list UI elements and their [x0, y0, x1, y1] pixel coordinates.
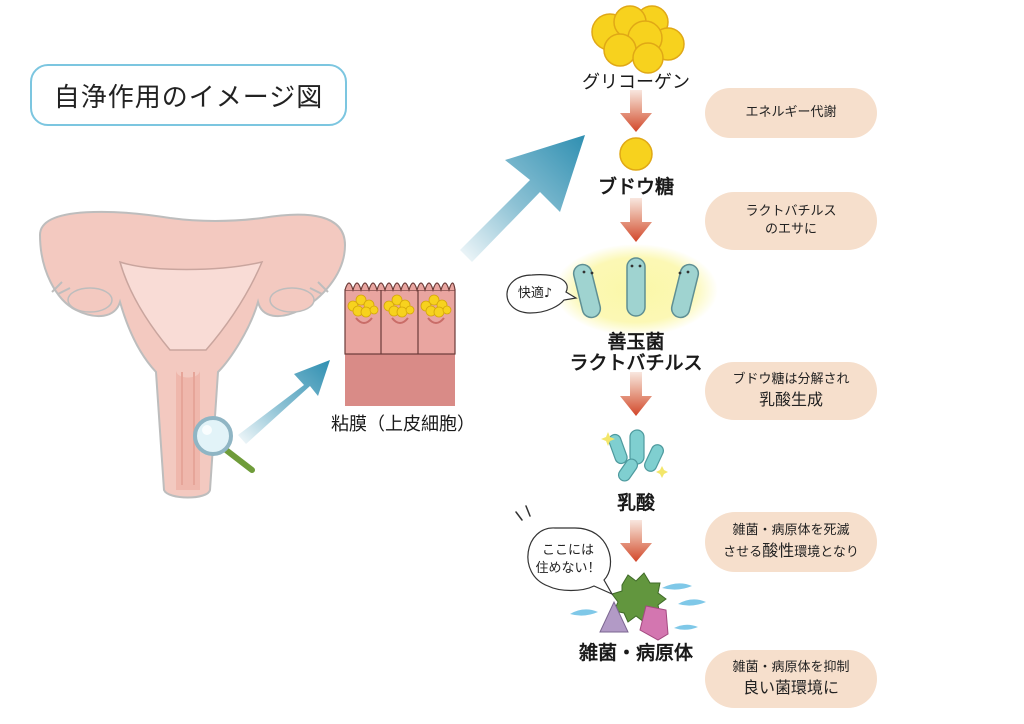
mucosa-tissue-illustration: [344, 282, 456, 406]
warning-speech-bubble: [527, 527, 614, 596]
note-suppress-pathogens: 雑菌・病原体を抑制 良い菌環境に: [705, 650, 877, 708]
note-energy-metabolism: エネルギー代謝: [705, 88, 877, 138]
glucose-icon: [619, 137, 653, 171]
note-text: 乳酸生成: [758, 389, 823, 409]
bacteria-label-line1: 善玉菌: [607, 331, 665, 353]
note-text-line2: させる酸性環境となり: [723, 540, 859, 562]
lactic-acid-icon: [608, 429, 664, 482]
magnifier-icon: [193, 416, 255, 473]
glycogen-label: グリコーゲン: [582, 72, 690, 93]
comfort-speech-bubble: [506, 274, 578, 314]
glucose-label: ブドウ糖: [597, 176, 674, 198]
mucosa-label: 粘膜（上皮細胞）: [331, 414, 475, 435]
page-title: 自浄作用のイメージ図: [30, 64, 347, 126]
surprise-lines-icon: [515, 505, 531, 521]
pathogens-label: 雑菌・病原体: [578, 642, 693, 664]
note-text: 良い菌環境に: [742, 677, 839, 697]
note-text: ラクトバチルス: [745, 204, 837, 220]
lactic-acid-label: 乳酸: [616, 492, 655, 514]
note-text: のエサに: [764, 222, 817, 237]
note-text: ブドウ糖は分解され: [732, 372, 850, 388]
glycogen-cluster-icon: [591, 5, 685, 74]
sparkle-icon: [601, 432, 668, 478]
note-text: 雑菌・病原体を死滅: [732, 523, 850, 539]
cant-live-bubble-line1: ここには: [541, 543, 594, 558]
uterus-illustration: [38, 210, 347, 499]
sweat-drop-icon: [570, 583, 706, 630]
lactobacillus-icon: [572, 257, 700, 319]
note-text: 雑菌・病原体を抑制: [732, 660, 850, 676]
note-text: 環境となり: [794, 544, 859, 560]
note-lactic-acid-production: ブドウ糖は分解され 乳酸生成: [705, 362, 877, 420]
note-text: させる: [723, 544, 763, 560]
note-emphasis: 酸性: [762, 540, 795, 560]
note-food-for-lactobacillus: ラクトバチルス のエサに: [705, 192, 877, 250]
down-arrow-icon: [620, 90, 652, 562]
bacteria-label-line2: ラクトバチルス: [569, 352, 703, 374]
big-up-right-arrow-icon: [460, 135, 585, 262]
note-acidic-environment: 雑菌・病原体を死滅 させる酸性環境となり: [705, 512, 877, 572]
pathogen-icon: [599, 572, 669, 641]
up-right-arrow-icon: [238, 360, 330, 444]
comfort-bubble-text: 快適♪: [517, 286, 553, 301]
note-text: エネルギー代謝: [745, 105, 837, 121]
cant-live-bubble-line2: 住めない！: [535, 561, 601, 576]
